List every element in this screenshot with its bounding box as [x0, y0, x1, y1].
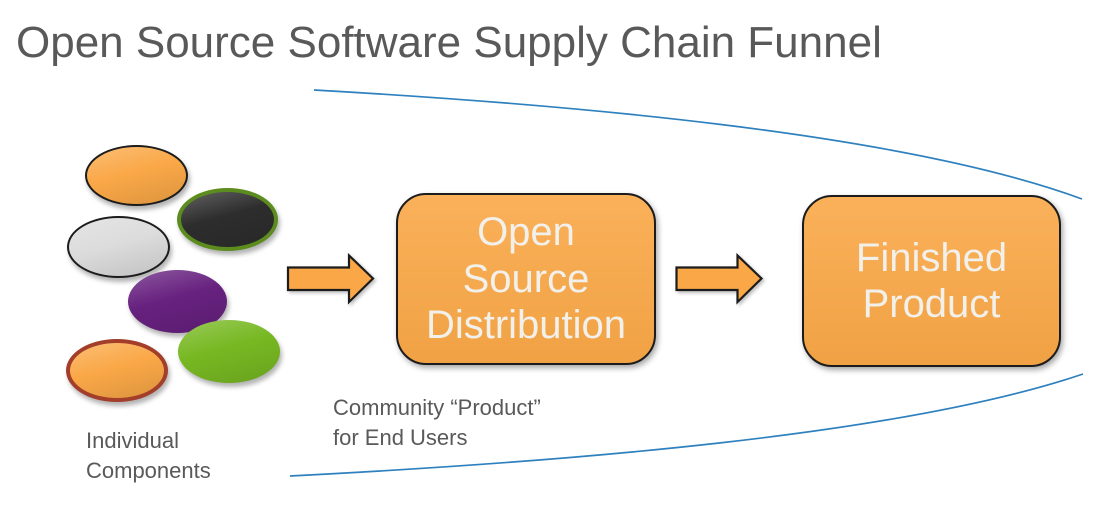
- arrow-distribution-to-product-icon: [675, 252, 764, 305]
- funnel-top-curve: [313, 89, 1083, 200]
- caption-line: Community “Product”: [333, 395, 541, 420]
- distribution-caption: Community “Product” for End Users: [333, 393, 541, 453]
- open-source-distribution-box: Open Source Distribution: [396, 193, 656, 365]
- box-line: Open: [477, 210, 575, 255]
- component-ellipse-gray: [67, 216, 170, 278]
- individual-components-label: Individual Components: [86, 426, 211, 486]
- component-ellipse-green: [178, 320, 280, 383]
- box-line: Source: [462, 256, 590, 301]
- box-line: Distribution: [425, 303, 627, 348]
- caption-line: Components: [86, 458, 211, 483]
- box-line: Product: [862, 282, 1001, 326]
- page-title: Open Source Software Supply Chain Funnel: [16, 18, 882, 67]
- box-line: Finished: [855, 235, 1008, 280]
- component-ellipse-orange: [85, 145, 188, 206]
- caption-line: for End Users: [333, 425, 468, 450]
- component-ellipse-dark: [177, 188, 278, 251]
- arrow-components-to-distribution-icon: [286, 252, 375, 305]
- component-ellipse-orange-rust: [66, 339, 168, 402]
- finished-product-box: Finished Product: [802, 195, 1061, 367]
- caption-line: Individual: [86, 428, 179, 453]
